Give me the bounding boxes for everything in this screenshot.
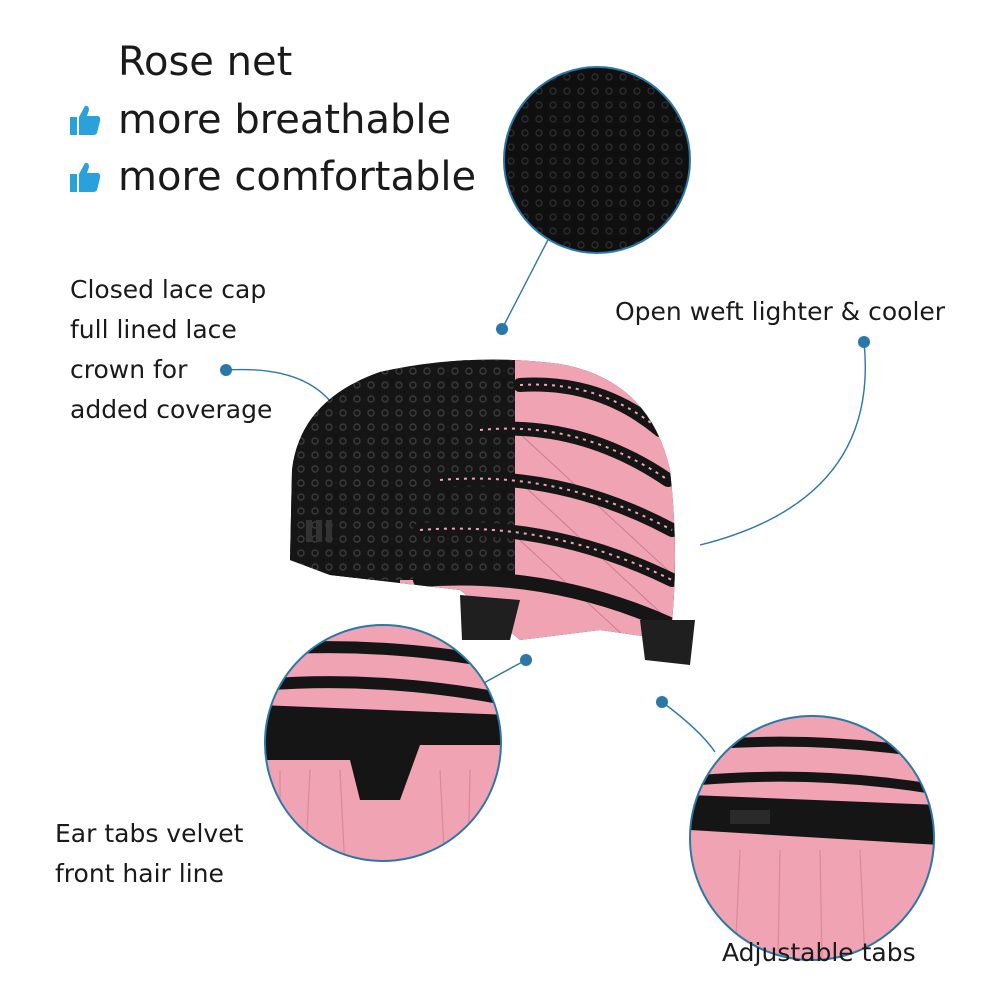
bullet-comfortable: more comfortable [68, 155, 476, 199]
ear-tab-closeup-circle [264, 624, 502, 862]
thumbs-up-icon [70, 105, 101, 135]
connector-dots [220, 323, 870, 708]
lace-closeup-circle [503, 66, 691, 254]
main-wig-cap [290, 359, 695, 665]
adjustable-tab-closeup-circle [689, 715, 935, 961]
open-weft-label: Open weft lighter & cooler [615, 297, 946, 326]
bullet-text: more breathable [118, 97, 452, 143]
bullet-breathable: more breathable [68, 98, 451, 142]
closed-lace-cap-label: Closed lace cap full lined lace crown fo… [70, 275, 273, 424]
headline: Rose net [118, 39, 293, 85]
ear-tabs-label: Ear tabs velvet front hair line [55, 819, 244, 888]
thumbs-up-icon [70, 162, 101, 192]
adjustable-tabs-label: Adjustable tabs [722, 938, 916, 967]
bullet-text: more comfortable [118, 154, 477, 200]
